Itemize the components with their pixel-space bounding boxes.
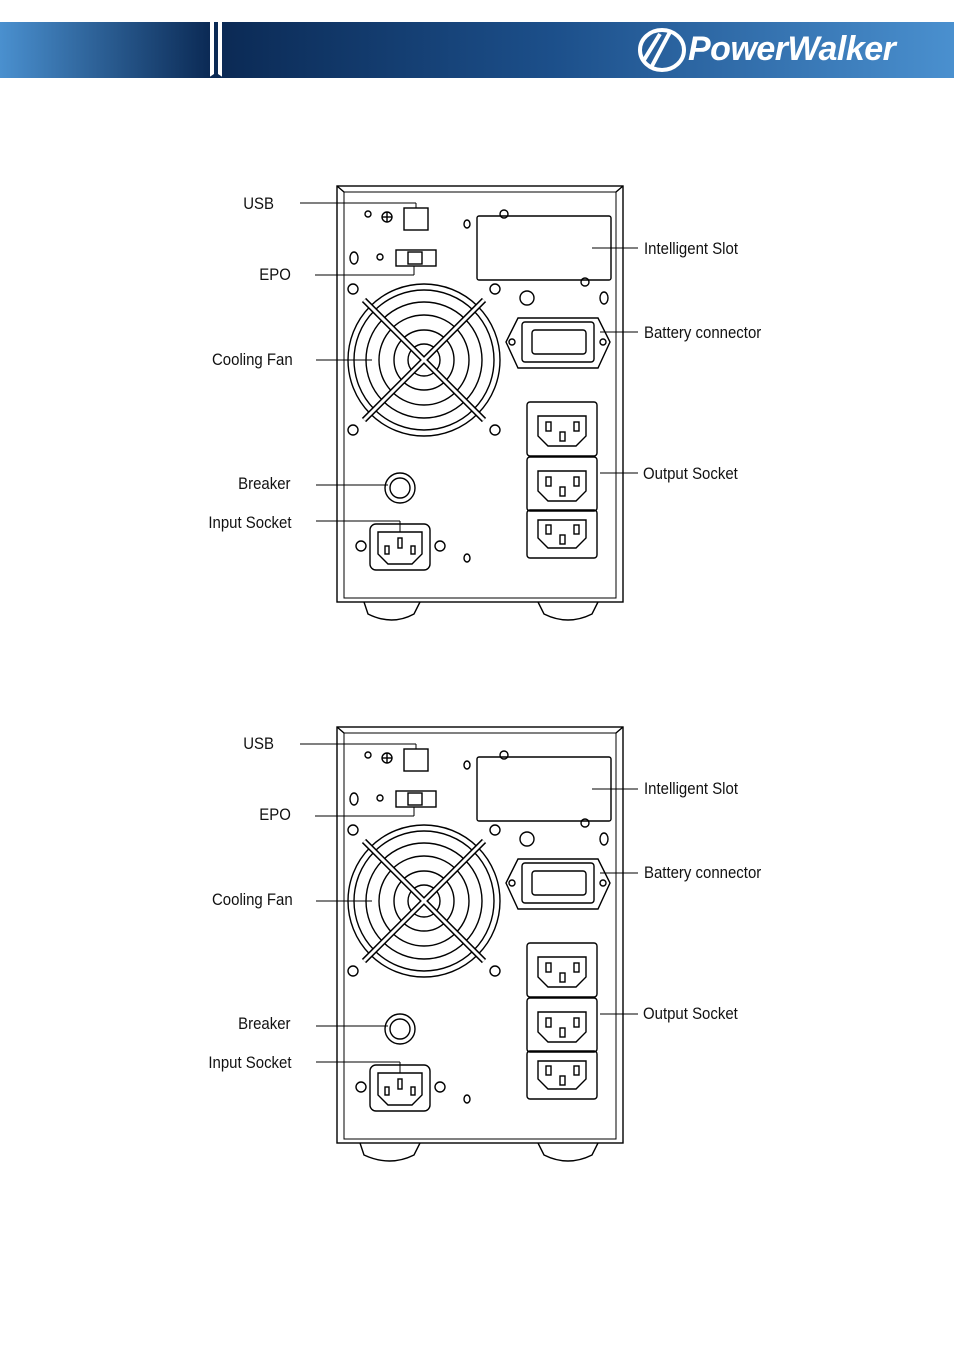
label-battery-connector: Battery connector bbox=[644, 863, 762, 882]
brand-name: PowerWalker bbox=[688, 30, 896, 68]
label-breaker: Breaker bbox=[238, 1014, 291, 1033]
label-epo: EPO bbox=[259, 265, 291, 284]
ups-rear-panel-diagram-1: USB EPO Cooling Fan Breaker Input Socket… bbox=[0, 180, 954, 650]
label-battery-connector: Battery connector bbox=[644, 323, 762, 342]
usb-port-icon bbox=[403, 748, 429, 772]
label-input-socket: Input Socket bbox=[208, 1053, 292, 1072]
label-epo: EPO bbox=[259, 805, 291, 824]
ups-rear-panel-drawing bbox=[300, 185, 638, 621]
label-intelligent-slot: Intelligent Slot bbox=[644, 779, 738, 798]
ups-rear-panel-diagram-2: USB EPO Cooling Fan Breaker Input Socket… bbox=[0, 721, 954, 1191]
usb-port-icon bbox=[403, 207, 429, 231]
label-cooling-fan: Cooling Fan bbox=[212, 350, 293, 369]
label-breaker: Breaker bbox=[238, 474, 291, 493]
ups-rear-panel-drawing bbox=[300, 726, 638, 1162]
label-output-socket: Output Socket bbox=[643, 1004, 738, 1023]
label-cooling-fan: Cooling Fan bbox=[212, 890, 293, 909]
header-banner bbox=[0, 22, 954, 78]
label-input-socket: Input Socket bbox=[208, 513, 292, 532]
label-usb: USB bbox=[243, 734, 274, 753]
label-usb: USB bbox=[243, 194, 274, 213]
label-intelligent-slot: Intelligent Slot bbox=[644, 239, 738, 258]
powerwalker-logo-icon bbox=[638, 28, 686, 72]
label-output-socket: Output Socket bbox=[643, 464, 738, 483]
